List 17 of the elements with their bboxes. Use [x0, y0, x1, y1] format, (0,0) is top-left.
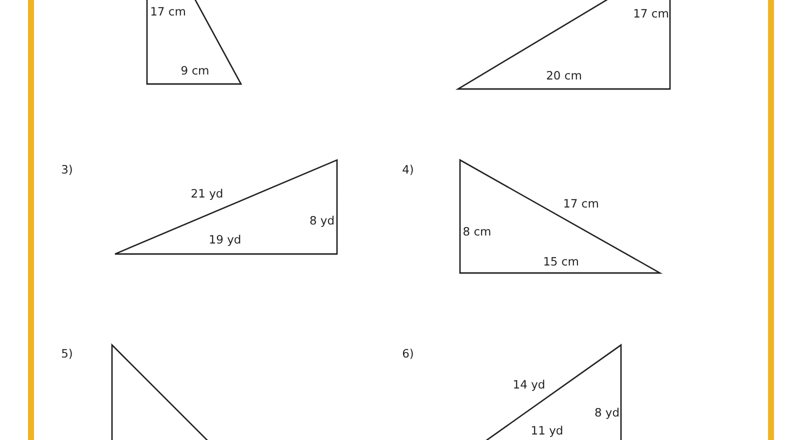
side-length-label: 9 cm [180, 65, 210, 77]
side-length-label: 8 cm [462, 226, 492, 238]
side-length-label: 17 cm [150, 6, 186, 18]
problem-number: 5) [61, 348, 73, 360]
side-length-label: 17 cm [633, 8, 669, 20]
side-length-label: 19 yd [208, 234, 242, 246]
side-length-label: 17 cm [563, 198, 599, 210]
problem-number: 6) [402, 348, 414, 360]
problem-number: 3) [61, 164, 73, 176]
problem-number: 4) [402, 164, 414, 176]
side-length-label: 20 cm [546, 70, 582, 82]
side-length-label: 8 yd [594, 407, 620, 419]
side-length-label: 11 yd [530, 425, 564, 437]
side-length-label: 8 yd [309, 215, 335, 227]
side-length-label: 15 cm [543, 256, 579, 268]
side-length-label: 21 yd [190, 188, 224, 200]
side-length-label: 14 yd [512, 379, 546, 391]
